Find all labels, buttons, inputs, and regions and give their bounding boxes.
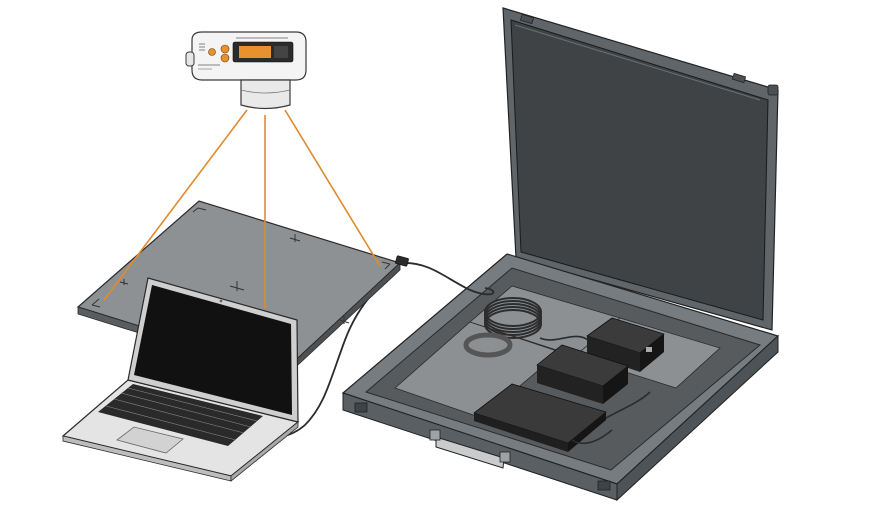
xray-generator (185, 31, 307, 110)
xray-beam (103, 109, 381, 308)
case-lid (502, 7, 779, 331)
alignment-marks (91, 207, 391, 324)
xray-generator-icon (185, 31, 307, 110)
carrying-case (341, 7, 780, 502)
adapter-box (536, 344, 629, 404)
laptop (61, 277, 300, 482)
case-handle (429, 429, 511, 469)
case-contents (463, 297, 665, 452)
coiled-cable (463, 297, 542, 358)
power-supply-box (586, 317, 665, 372)
case-base (341, 253, 780, 502)
laptop-icon (61, 277, 300, 482)
